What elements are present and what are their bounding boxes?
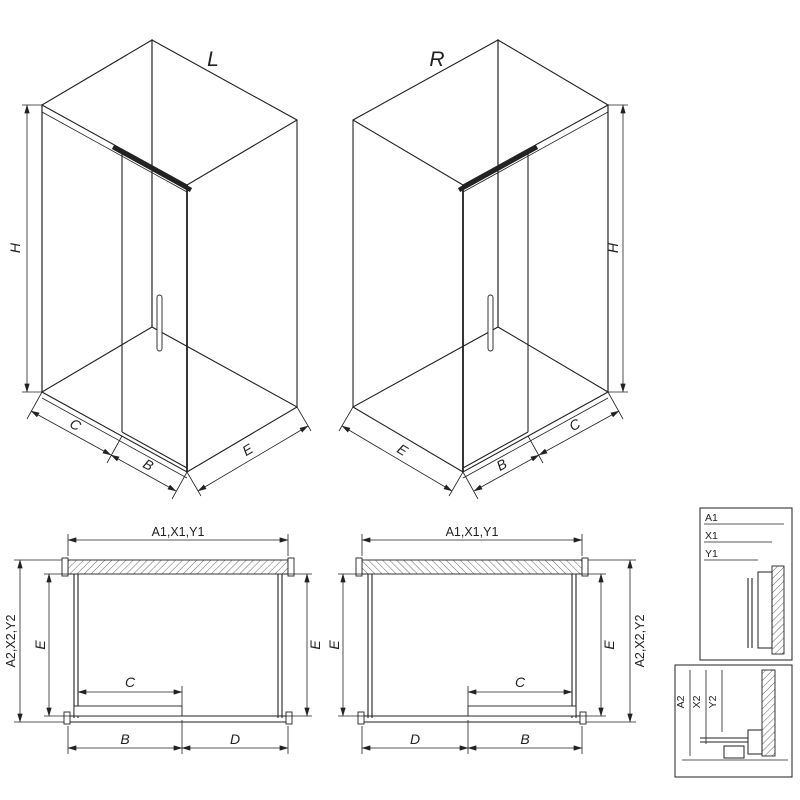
detail-label-y2: Y2 <box>707 695 719 708</box>
floor-track-section <box>723 745 745 759</box>
dim-label-d-right-plan: D <box>410 731 420 747</box>
dim-label-d-left-plan: D <box>230 731 240 747</box>
detail-label-x1: X1 <box>705 530 718 542</box>
wall-section-hatch-bottom <box>761 669 776 757</box>
dim-label-h-left: H <box>7 242 23 253</box>
dim-label-e-left: E <box>239 440 256 459</box>
detail-top-reference-lines <box>704 523 784 561</box>
sliding-door-edges <box>121 153 188 469</box>
dim-label-e2-left-plan: E <box>307 640 323 650</box>
dim-width-linework <box>67 534 289 556</box>
top-track-line <box>41 111 188 193</box>
dim-c-b-linework <box>26 391 188 500</box>
dim-label-b-left-plan: B <box>120 731 129 747</box>
dim-label-c-left-plan: C <box>125 674 136 690</box>
wall-mount-profile-top <box>757 571 773 649</box>
right-side-panel <box>186 119 298 473</box>
dim-label-e1-right-plan: E <box>326 640 342 650</box>
dim-label-e-right: E <box>394 440 411 459</box>
dim-e-linework <box>186 406 312 497</box>
wall-profile-cap <box>287 557 295 577</box>
detail-label-a1: A1 <box>705 512 718 524</box>
detail-box-bottom-border <box>674 664 793 778</box>
dim-label-e1-left-plan: E <box>32 640 48 650</box>
track-end-cap <box>63 711 71 725</box>
dim-label-c-right: C <box>566 415 583 434</box>
back-wall-panel <box>151 39 298 408</box>
dim-label-b-right-plan: B <box>520 731 529 747</box>
left-side-panel <box>41 39 153 393</box>
detail-box-top-border <box>699 507 793 661</box>
right-side-glass <box>277 574 283 718</box>
plan-linework-right <box>338 534 636 754</box>
dim-e-left-linework <box>44 573 72 717</box>
dim-b-d-linework <box>67 720 289 754</box>
door-top-rail <box>111 145 193 192</box>
dim-label-h-right: H <box>605 242 621 253</box>
iso-enclosure-linework-right <box>339 40 628 499</box>
plan-view-left-labels: A1,X1,Y1 A2,X2,Y2 E E C B D <box>4 525 323 747</box>
detail-label-y1: Y1 <box>705 548 718 560</box>
sliding-door-plan <box>73 705 183 717</box>
plan-linework-left <box>14 534 312 754</box>
floor-track-line <box>41 397 188 479</box>
variant-label-left: L <box>207 48 219 71</box>
detail-box-a2x2y2: A2 X2 Y2 <box>674 664 793 778</box>
variant-label-right: R <box>429 48 444 71</box>
plan-view-right-labels: A1,X1,Y1 A2,X2,Y2 E E C D B <box>326 525 647 747</box>
dim-label-b-left: B <box>140 455 156 474</box>
dim-e-right-linework <box>284 573 312 717</box>
wall-mount-profile-bottom <box>747 729 763 755</box>
dim-label-c-right-plan: C <box>515 674 526 690</box>
dim-depth-linework <box>14 559 64 723</box>
detail-bottom-reference-lines <box>689 670 723 756</box>
dim-label-width-left-plan: A1,X1,Y1 <box>152 525 205 539</box>
dim-label-width-right-plan: A1,X1,Y1 <box>446 525 499 539</box>
glass-pane-section-top <box>747 578 753 648</box>
front-door-panel <box>41 104 188 473</box>
detail-label-a2: A2 <box>675 695 687 708</box>
wall-section-hatch-top <box>771 565 785 655</box>
dim-label-e2-right-plan: E <box>601 640 617 650</box>
front-track <box>70 715 286 723</box>
left-side-glass <box>73 574 79 718</box>
dim-h-linework <box>22 104 42 393</box>
detail-label-x2: X2 <box>691 695 703 708</box>
glass-pane-section-bottom <box>700 737 748 743</box>
dim-c-linework <box>77 686 183 706</box>
detail-box-a1x1y1: A1 X1 Y1 <box>699 507 793 661</box>
dim-label-b-right: B <box>494 455 510 474</box>
iso-view-left-labels: L H C B E <box>7 48 256 474</box>
dim-label-c-left: C <box>67 415 84 434</box>
back-glass-bar <box>67 559 289 575</box>
dim-label-depth-left-plan: A2,X2,Y2 <box>4 615 18 668</box>
iso-enclosure-linework-left <box>22 39 312 500</box>
door-handle <box>156 294 163 352</box>
track-end-cap <box>285 711 293 725</box>
wall-profile-cap <box>61 557 69 577</box>
dim-label-depth-right-plan: A2,X2,Y2 <box>633 615 647 668</box>
